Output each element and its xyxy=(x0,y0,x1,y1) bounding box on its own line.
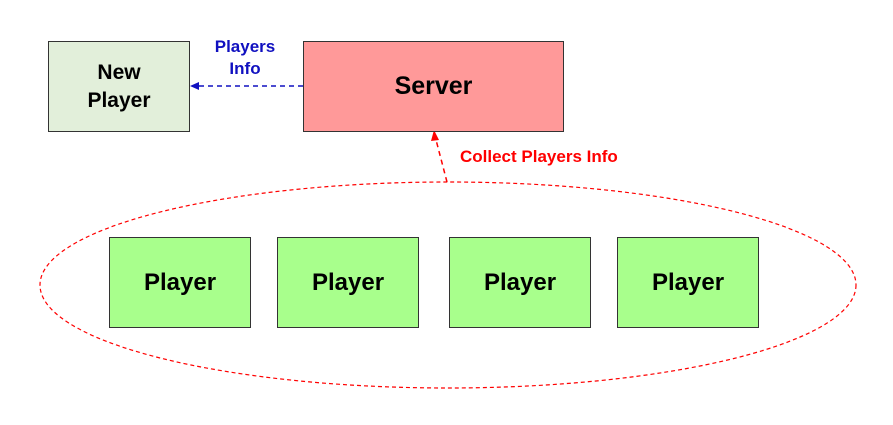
new-player-node: New Player xyxy=(48,41,190,132)
player-node: Player xyxy=(109,237,251,328)
player-label: Player xyxy=(483,268,557,296)
server-node: Server xyxy=(303,41,564,132)
server-label: Server xyxy=(394,72,473,100)
collect-players-info-arrowhead xyxy=(431,130,439,141)
player-group-ellipse xyxy=(39,181,857,389)
player-label: Player xyxy=(143,268,217,296)
player-node: Player xyxy=(449,237,591,328)
collect-players-info-edge-label: Collect Players Info xyxy=(460,147,618,166)
players-info-arrowhead xyxy=(190,82,199,90)
player-node: Player xyxy=(617,237,759,328)
collect-players-info-arrow xyxy=(434,135,448,183)
player-label: Player xyxy=(651,268,725,296)
player-node: Player xyxy=(277,237,419,328)
player-label: Player xyxy=(311,268,385,296)
players-info-edge-label: Players Info xyxy=(214,37,276,78)
new-player-label: New Player xyxy=(87,60,151,112)
